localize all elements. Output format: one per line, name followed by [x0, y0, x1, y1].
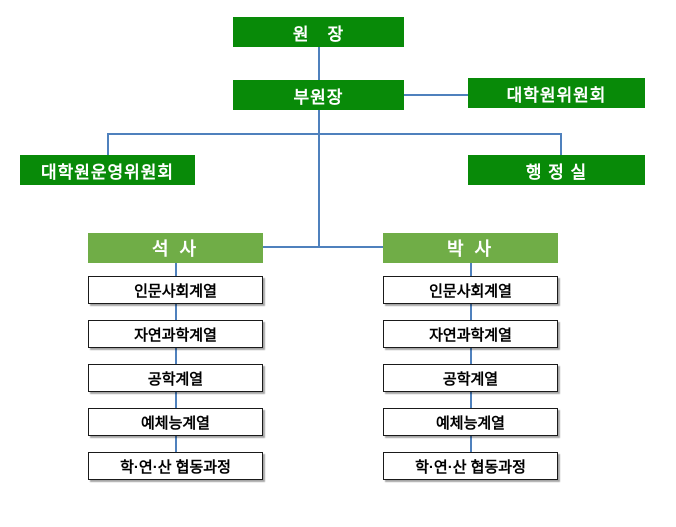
connector-left-col-2: [175, 348, 177, 364]
box-operating-committee: 대학원운영위원회: [20, 155, 195, 185]
connector-director-vice: [318, 47, 320, 80]
box-doctoral-track-engineering: 공학계열: [383, 364, 558, 392]
box-admin-office: 행 정 실: [468, 155, 645, 185]
box-vice-director: 부원장: [233, 80, 404, 110]
connector-drop-operating-committee: [107, 133, 109, 155]
connector-right-col-2: [470, 348, 472, 364]
box-graduate-committee: 대학원위원회: [468, 78, 645, 108]
connector-left-col-1: [175, 304, 177, 320]
connector-drop-admin-office: [560, 133, 562, 155]
box-doctoral-track-arts-sports: 예체능계열: [383, 408, 558, 436]
box-doctoral-track-natural-sciences: 자연과학계열: [383, 320, 558, 348]
box-doctoral: 박 사: [383, 233, 558, 263]
connector-main-horizontal: [107, 133, 561, 135]
box-doctoral-track-humanities: 인문사회계열: [383, 276, 558, 304]
box-masters-track-arts-sports: 예체능계열: [88, 408, 263, 436]
connector-vice-committee: [404, 94, 468, 96]
box-masters-track-natural-sciences: 자연과학계열: [88, 320, 263, 348]
connector-right-col-3: [470, 392, 472, 408]
box-doctoral-track-cooperative: 학·연·산 협동과정: [383, 452, 558, 480]
connector-center-down: [318, 133, 320, 247]
connector-right-col-0: [470, 262, 472, 276]
box-director: 원 장: [233, 17, 404, 47]
connector-right-col-1: [470, 304, 472, 320]
connector-right-col-4: [470, 436, 472, 452]
box-masters-track-humanities: 인문사회계열: [88, 276, 263, 304]
box-masters-track-engineering: 공학계열: [88, 364, 263, 392]
connector-left-col-4: [175, 436, 177, 452]
box-masters-track-cooperative: 학·연·산 협동과정: [88, 452, 263, 480]
connector-masters-doctoral: [263, 246, 383, 248]
connector-left-col-0: [175, 262, 177, 276]
box-masters: 석 사: [88, 233, 263, 263]
connector-vice-down: [318, 110, 320, 133]
connector-left-col-3: [175, 392, 177, 408]
